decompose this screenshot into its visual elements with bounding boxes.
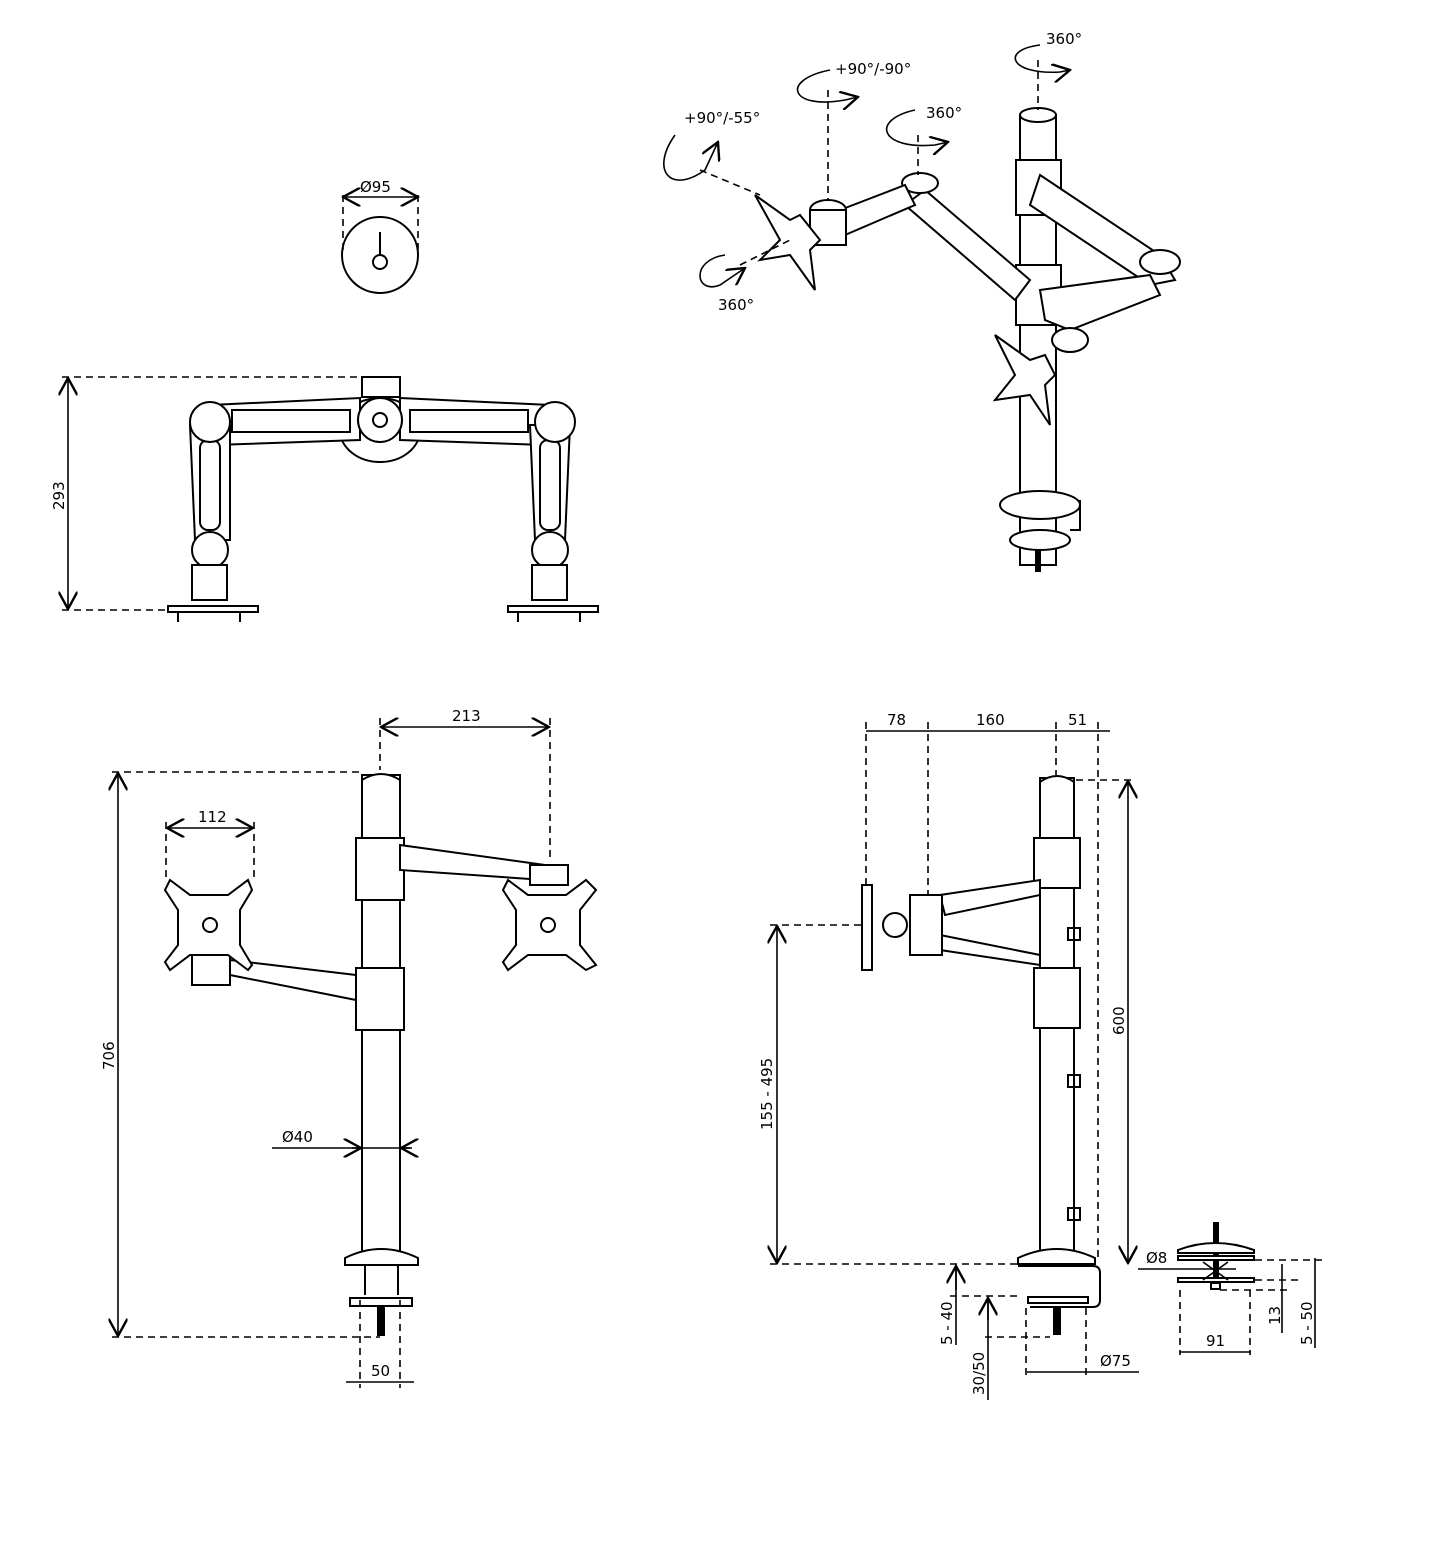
rotation-vesa-label: 360° xyxy=(718,296,754,314)
reach-label: 213 xyxy=(452,707,481,725)
pole-height-label: 600 xyxy=(1110,1006,1128,1035)
iso-view: 360° +90°/-90° 360° +90°/-55° 360° xyxy=(663,30,1181,572)
grommet-gap-label: 13 xyxy=(1266,1306,1284,1325)
rotation-elbow-label: 360° xyxy=(926,104,962,122)
offset-c-label: 51 xyxy=(1068,711,1087,729)
clamp-plate-label: Ø75 xyxy=(1100,1352,1131,1370)
clamp-width-label: 50 xyxy=(371,1362,390,1380)
height-label: 706 xyxy=(100,1041,118,1070)
profile-view: 78 160 51 600 155 - 495 5 - 40 30/50 Ø75… xyxy=(758,711,1325,1400)
offset-a-label: 78 xyxy=(887,711,906,729)
front-view: 293 xyxy=(50,376,599,622)
diameter-label: Ø95 xyxy=(360,178,391,196)
height-label: 293 xyxy=(50,481,68,510)
grommet-range-label: 5 - 50 xyxy=(1298,1301,1316,1345)
clamp-depth-label: 30/50 xyxy=(970,1352,988,1395)
rotation-pole-top-label: 360° xyxy=(1046,30,1082,48)
bolt-label: Ø8 xyxy=(1146,1249,1167,1267)
height-range-label: 155 - 495 xyxy=(758,1058,776,1130)
rotation-arm-joint-label: +90°/-90° xyxy=(835,60,911,78)
rotation-tilt-label: +90°/-55° xyxy=(684,109,760,127)
vesa-label: 112 xyxy=(198,808,227,826)
pole-diameter-label: Ø40 xyxy=(282,1128,313,1146)
desk-thickness-label: 5 - 40 xyxy=(938,1301,956,1345)
grommet-plate-label: 91 xyxy=(1206,1332,1225,1350)
offset-b-label: 160 xyxy=(976,711,1005,729)
side-view: 213 112 706 Ø40 50 xyxy=(100,707,598,1388)
top-view: Ø95 xyxy=(341,178,418,294)
